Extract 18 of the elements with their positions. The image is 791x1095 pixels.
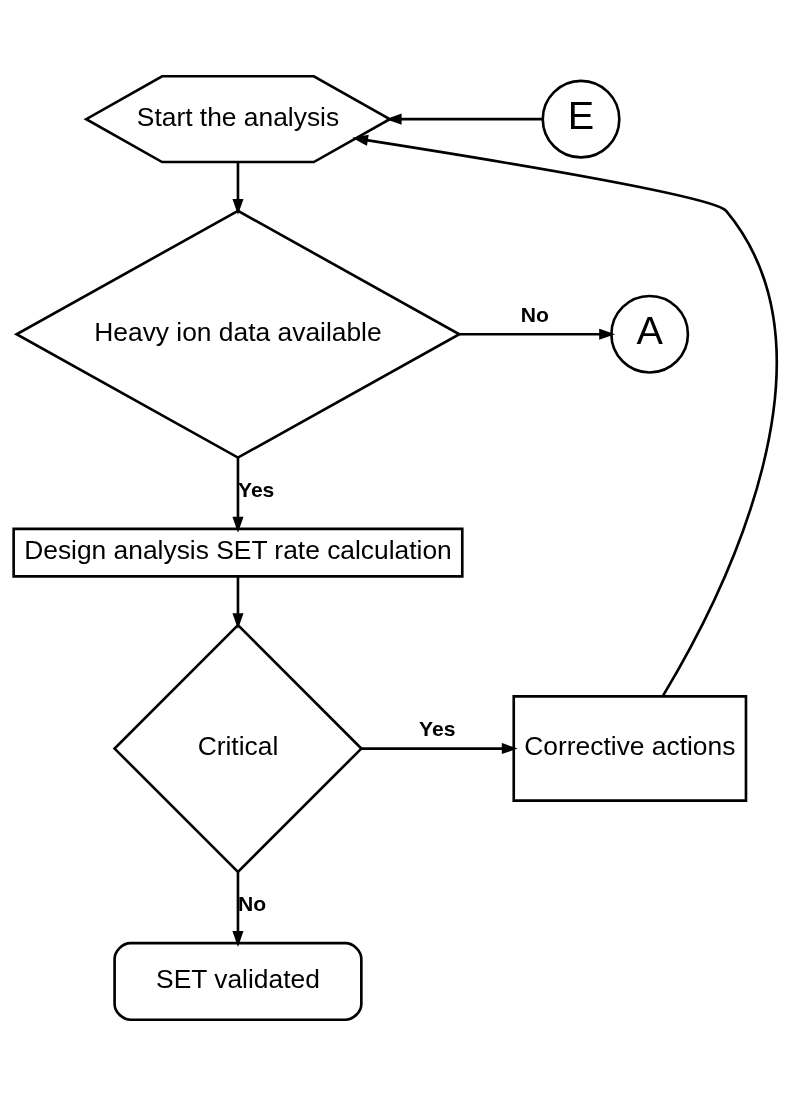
node-diamond: Critical — [112, 622, 364, 874]
edge-label: No — [520, 302, 549, 326]
node-box: Design analysis SET rate calculation — [12, 527, 464, 578]
node-circle: A — [610, 294, 690, 374]
arrow — [232, 576, 244, 629]
arrow — [232, 457, 244, 533]
arrow — [352, 134, 778, 697]
node-box: SET validated — [113, 941, 363, 1021]
arrow — [385, 113, 543, 125]
node-circle: E — [541, 79, 621, 159]
arrow — [232, 871, 244, 947]
node-box: Corrective actions — [512, 694, 748, 802]
arrow — [232, 161, 244, 215]
arrow — [361, 742, 518, 754]
edge-label: No — [237, 891, 267, 915]
arrow — [459, 328, 616, 340]
edge-label: Yes — [237, 477, 275, 501]
edge-label: Yes — [419, 716, 456, 740]
